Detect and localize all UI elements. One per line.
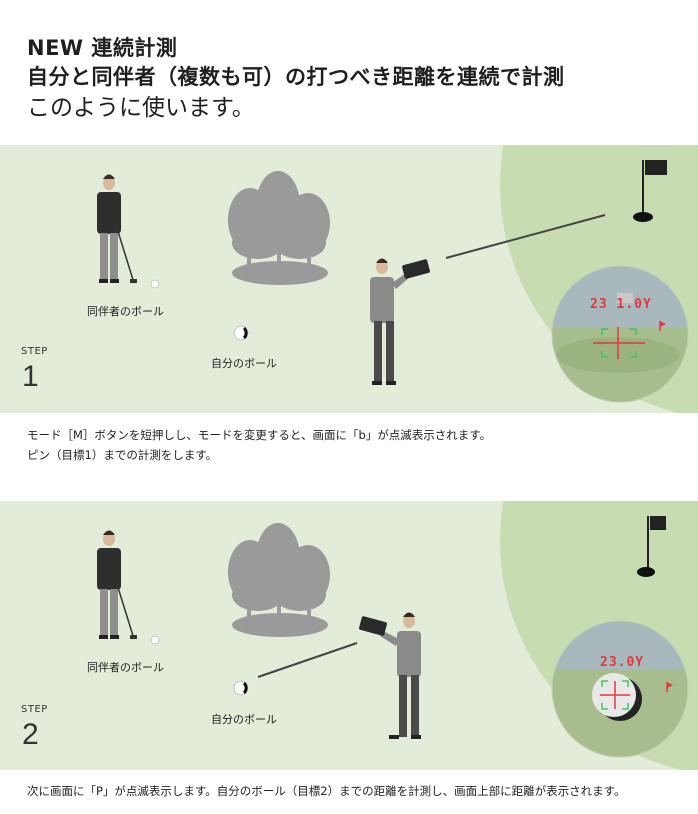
companion-ball-label: 同伴者のボール (87, 661, 164, 674)
header-subtitle: 自分と同伴者（複数も可）の打つべき距離を連続で計測 (27, 65, 565, 89)
flag-icon (637, 516, 666, 577)
step-label: STEP (21, 346, 48, 357)
step2-panel: 23.0Y 同伴者のボール 自分のボール STEP 2 (0, 501, 698, 770)
display-reading: 23 1.0Y (590, 297, 652, 312)
step-label: STEP (21, 704, 48, 715)
companion-ball-label: 同伴者のボール (87, 305, 164, 318)
step1-description-line1: モード［M］ボタンを短押しし、モードを変更すると、画面に「b」が点滅表示されます… (27, 428, 492, 442)
companion-golfer-icon (97, 530, 160, 645)
page-header: NEW 連続計測 自分と同伴者（複数も可）の打つべき距離を連続で計測 このように… (27, 34, 565, 124)
rangefinder-view (551, 265, 689, 403)
player-with-rangefinder-icon (370, 258, 430, 385)
step2-illustration (97, 501, 698, 770)
own-ball-label: 自分のボール (211, 713, 277, 726)
step-number: 2 (22, 718, 39, 751)
step1-panel: 23 1.0Y 同伴者のボール 自分のボール STEP 1 (0, 145, 698, 413)
header-caption: このように使います。 (27, 95, 255, 121)
step2-description-line1: 次に画面に「P」が点滅表示します。自分のボール（目標2）までの距離を計測し、画面… (27, 784, 626, 798)
header-title: NEW 連続計測 (27, 36, 178, 60)
step2-description: 次に画面に「P」が点滅表示します。自分のボール（目標2）までの距離を計測し、画面… (27, 781, 625, 801)
trees-icon (228, 171, 330, 285)
own-ball-label: 自分のボール (211, 357, 277, 370)
step-number: 1 (22, 360, 39, 393)
display-reading: 23.0Y (600, 655, 645, 670)
laser-beam (257, 642, 358, 678)
player-with-rangefinder-icon (359, 612, 421, 739)
flag-icon (633, 160, 667, 222)
step1-illustration (97, 145, 698, 413)
companion-golfer-icon (97, 174, 160, 289)
laser-beam (445, 214, 606, 259)
step1-description: モード［M］ボタンを短押しし、モードを変更すると、画面に「b」が点滅表示されます… (27, 425, 491, 465)
step1-description-line2: ピン（目標1）までの計測をします。 (27, 448, 218, 462)
trees-icon (228, 523, 330, 637)
